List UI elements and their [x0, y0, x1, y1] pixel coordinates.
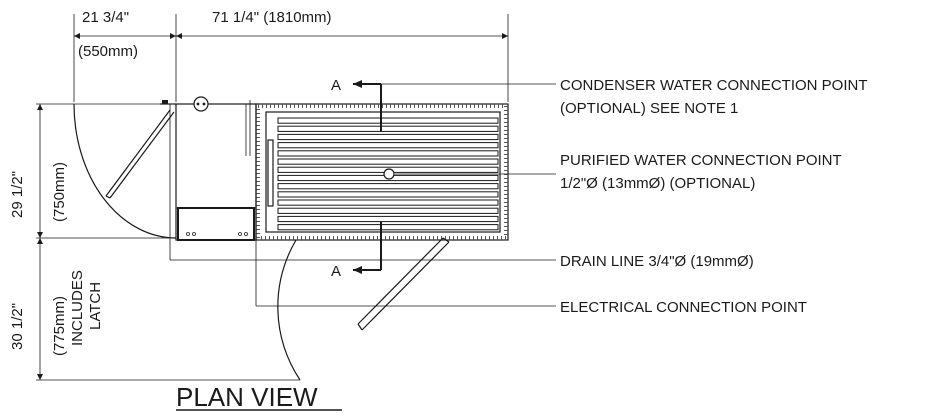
plan-view-title: PLAN VIEW: [176, 382, 318, 412]
shelf-slat: [277, 183, 499, 190]
section-mark-top: A: [331, 77, 341, 94]
dim-top-left-inches: 21 3/4": [82, 9, 129, 26]
callout-electrical: ELECTRICAL CONNECTION POINT: [560, 299, 807, 316]
shelf-slat: [277, 199, 499, 206]
section-mark-bottom: A: [331, 263, 341, 280]
callouts: CONDENSER WATER CONNECTION POINT (OPTION…: [560, 77, 868, 316]
callout-purified-line-1: PURIFIED WATER CONNECTION POINT: [560, 152, 842, 169]
dim-left-upper-mm: (750mm): [51, 162, 68, 222]
callout-condenser-line-2: (OPTIONAL) SEE NOTE 1: [560, 100, 738, 117]
shelf-slat: [277, 191, 499, 198]
shelf-slat: [277, 142, 499, 149]
shelf-slat: [277, 117, 499, 124]
dim-top-overall: 71 1/4" (1810mm): [212, 9, 332, 26]
shelf-slat: [277, 150, 499, 157]
view-title: PLAN VIEW: [176, 382, 342, 412]
callout-purified-line-2: 1/2"Ø (13mmØ) (OPTIONAL): [560, 175, 755, 192]
shelf-slat: [277, 158, 499, 165]
shelf-slat: [277, 224, 499, 231]
callout-drain: DRAIN LINE 3/4"Ø (19mmØ): [560, 253, 754, 270]
dim-left-lower-note-1: INCLUDES: [69, 270, 86, 346]
left-door-swing: [73, 103, 177, 260]
dim-left-lower-mm: (775mm): [51, 296, 68, 356]
dim-top-left-mm: (550mm): [78, 43, 138, 60]
top-dimensions: 21 3/4" (550mm) 71 1/4" (1810mm): [73, 9, 509, 102]
shelf-slat: [277, 133, 499, 141]
leader-lines: [170, 83, 556, 307]
right-door-swing: [277, 237, 450, 381]
condenser-connection-symbol: [160, 96, 209, 112]
callout-condenser-line-1: CONDENSER WATER CONNECTION POINT: [560, 77, 868, 94]
dim-left-upper-inches: 29 1/2": [9, 171, 26, 218]
left-dimensions: 29 1/2" (750mm) 30 1/2" (775mm) INCLUDES…: [9, 103, 300, 381]
shelf-slat: [277, 125, 499, 132]
shelf-slat: [277, 207, 499, 214]
dim-left-lower-inches: 30 1/2": [9, 303, 26, 350]
section-cut-marks: A A: [331, 77, 382, 280]
dim-left-lower-note-2: LATCH: [87, 282, 104, 330]
purified-water-fitting: [383, 168, 395, 180]
shelf-slat: [277, 215, 499, 223]
